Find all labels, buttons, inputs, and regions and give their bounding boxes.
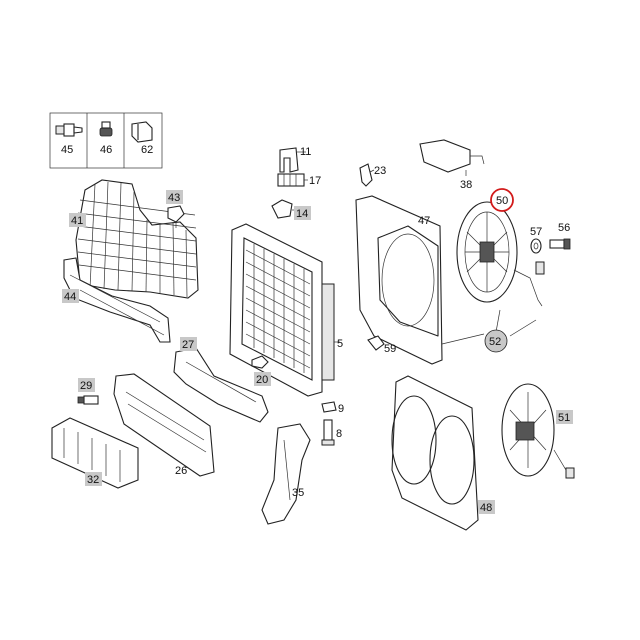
fan-51: 51 bbox=[501, 383, 575, 479]
label-43: 43 bbox=[168, 192, 180, 204]
stud-8: 8 bbox=[321, 419, 342, 446]
label-52: 52 bbox=[489, 336, 501, 348]
air-duct-26: 26 bbox=[113, 373, 215, 477]
callout-52: 52 bbox=[441, 309, 537, 353]
pin-29: 29 bbox=[77, 378, 99, 405]
label-46: 46 bbox=[100, 144, 112, 156]
label-26: 26 bbox=[175, 465, 187, 477]
label-35: 35 bbox=[292, 487, 304, 499]
label-11: 11 bbox=[300, 146, 311, 158]
label-44: 44 bbox=[62, 289, 79, 303]
bracket-38: 38 bbox=[419, 139, 485, 191]
label-41-text: 41 bbox=[71, 215, 83, 227]
label-8: 8 bbox=[336, 428, 342, 440]
label-59: 59 bbox=[384, 343, 396, 355]
washer-57: 57 bbox=[530, 226, 542, 254]
radiator-5: 5 bbox=[229, 223, 343, 397]
highlight-circle-50 bbox=[490, 188, 514, 212]
fastener-legend: 45 46 62 bbox=[49, 112, 163, 169]
bracket-35: 35 bbox=[261, 423, 311, 525]
label-23: 23 bbox=[374, 165, 386, 177]
grille-41 bbox=[75, 179, 199, 299]
clip-62-drawing bbox=[131, 121, 153, 143]
label-50: 50 bbox=[496, 195, 508, 207]
fan-shroud-47: 47 bbox=[355, 195, 443, 365]
label-9: 9 bbox=[338, 403, 344, 415]
label-51-text: 51 bbox=[558, 412, 570, 424]
label-56: 56 bbox=[558, 222, 570, 234]
clip-11: 11 bbox=[279, 146, 311, 173]
clip-20: 20 bbox=[251, 355, 271, 386]
label-47: 47 bbox=[418, 215, 430, 227]
label-57: 57 bbox=[530, 226, 542, 238]
label-27-text: 27 bbox=[182, 339, 194, 351]
bracket-27: 27 bbox=[173, 337, 269, 423]
label-45: 45 bbox=[61, 144, 73, 156]
fan-50: 50 bbox=[456, 188, 545, 307]
clip-59: 59 bbox=[367, 335, 396, 355]
clip-14: 14 bbox=[271, 199, 311, 220]
fan-housing-48: 48 bbox=[391, 375, 495, 531]
nut-9: 9 bbox=[321, 401, 344, 415]
grille-insert-32: 32 bbox=[51, 417, 139, 489]
label-14-text: 14 bbox=[296, 208, 308, 220]
label-41: 41 bbox=[69, 213, 86, 227]
clip-23: 23 bbox=[359, 163, 386, 187]
clip-45-drawing bbox=[55, 123, 83, 137]
bolt-56: 56 bbox=[549, 222, 571, 250]
label-5: 5 bbox=[337, 338, 343, 350]
clip-46-drawing bbox=[99, 121, 113, 137]
label-32-text: 32 bbox=[87, 474, 99, 486]
clip-43: 43 bbox=[166, 190, 185, 228]
label-48-text: 48 bbox=[480, 502, 492, 514]
clip-17: 17 bbox=[277, 173, 321, 187]
label-38: 38 bbox=[460, 179, 472, 191]
label-29-text: 29 bbox=[80, 380, 92, 392]
label-17: 17 bbox=[309, 175, 321, 187]
label-44-text: 44 bbox=[64, 291, 76, 303]
label-62: 62 bbox=[141, 144, 153, 156]
label-20-text: 20 bbox=[256, 374, 268, 386]
